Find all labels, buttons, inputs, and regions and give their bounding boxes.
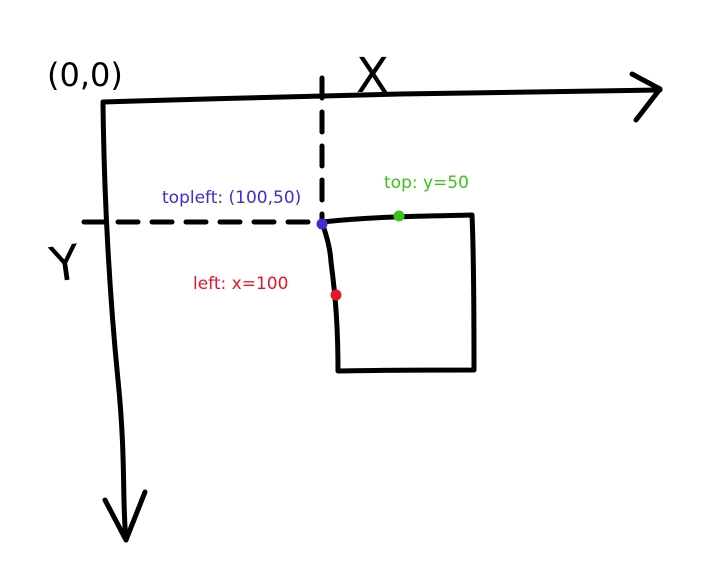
left-point <box>330 289 342 301</box>
topleft-label: topleft: (100,50) <box>162 188 301 208</box>
y-axis-label: Y <box>46 234 84 294</box>
rectangle-shape <box>319 212 477 374</box>
topleft-point <box>316 218 328 230</box>
y-axis-line <box>100 99 129 543</box>
x-axis-label: X <box>356 48 389 104</box>
left-label: left: x=100 <box>193 274 288 294</box>
top-point <box>393 210 405 222</box>
x-axis-arrowhead <box>629 71 663 123</box>
y-axis-arrowhead <box>102 489 148 543</box>
origin-label: (0,0) <box>47 56 123 94</box>
x-axis-line <box>100 87 663 105</box>
top-label: top: y=50 <box>384 173 469 193</box>
